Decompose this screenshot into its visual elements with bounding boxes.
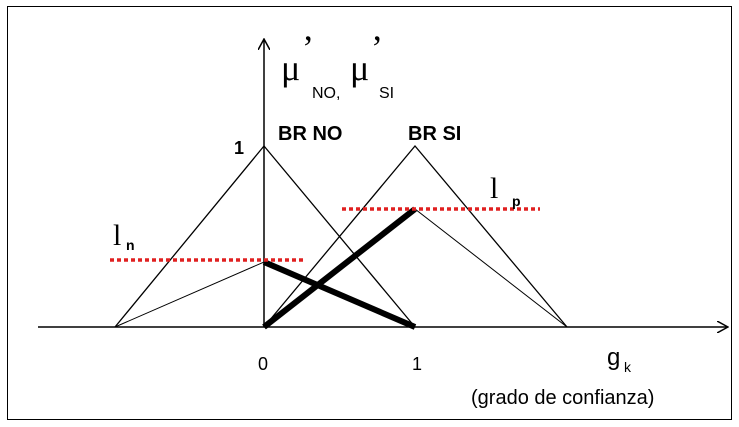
level-n-sub: n (126, 237, 135, 253)
level-p-sub: p (512, 193, 521, 209)
x-axis-sub: k (624, 359, 632, 375)
x-axis-symbol: g (607, 344, 620, 371)
mu-symbol-si: μ (350, 48, 369, 88)
result-no-line (262, 259, 417, 330)
level-n-label: l n (113, 219, 135, 253)
mu-symbol-no: μ (281, 48, 300, 88)
result-si-line (262, 206, 417, 330)
br-si-label: BR SI (408, 123, 461, 145)
mu-prime-no: ’ (302, 28, 314, 68)
level-n-symbol: l (113, 219, 121, 252)
br-si-triangle (263, 144, 568, 328)
x-tick-zero: 0 (258, 354, 268, 374)
y-axis-label: μ ’ NO, μ ’ SI (281, 28, 394, 102)
x-axis-caption: (grado de confianza) (471, 387, 654, 409)
mu-sub-si: SI (379, 85, 394, 102)
y-tick-one: 1 (234, 138, 244, 158)
br-no-triangle (114, 144, 416, 328)
diagram-frame (7, 6, 732, 420)
scaled-si-triangle (263, 208, 568, 328)
level-p-label: l p (490, 172, 521, 209)
x-tick-one: 1 (412, 354, 422, 374)
br-no-label: BR NO (278, 123, 342, 145)
x-axis-label: g k (607, 344, 632, 375)
mu-prime-si: ’ (371, 28, 383, 68)
mu-sub-no: NO, (312, 85, 340, 102)
level-p-symbol: l (490, 172, 498, 205)
